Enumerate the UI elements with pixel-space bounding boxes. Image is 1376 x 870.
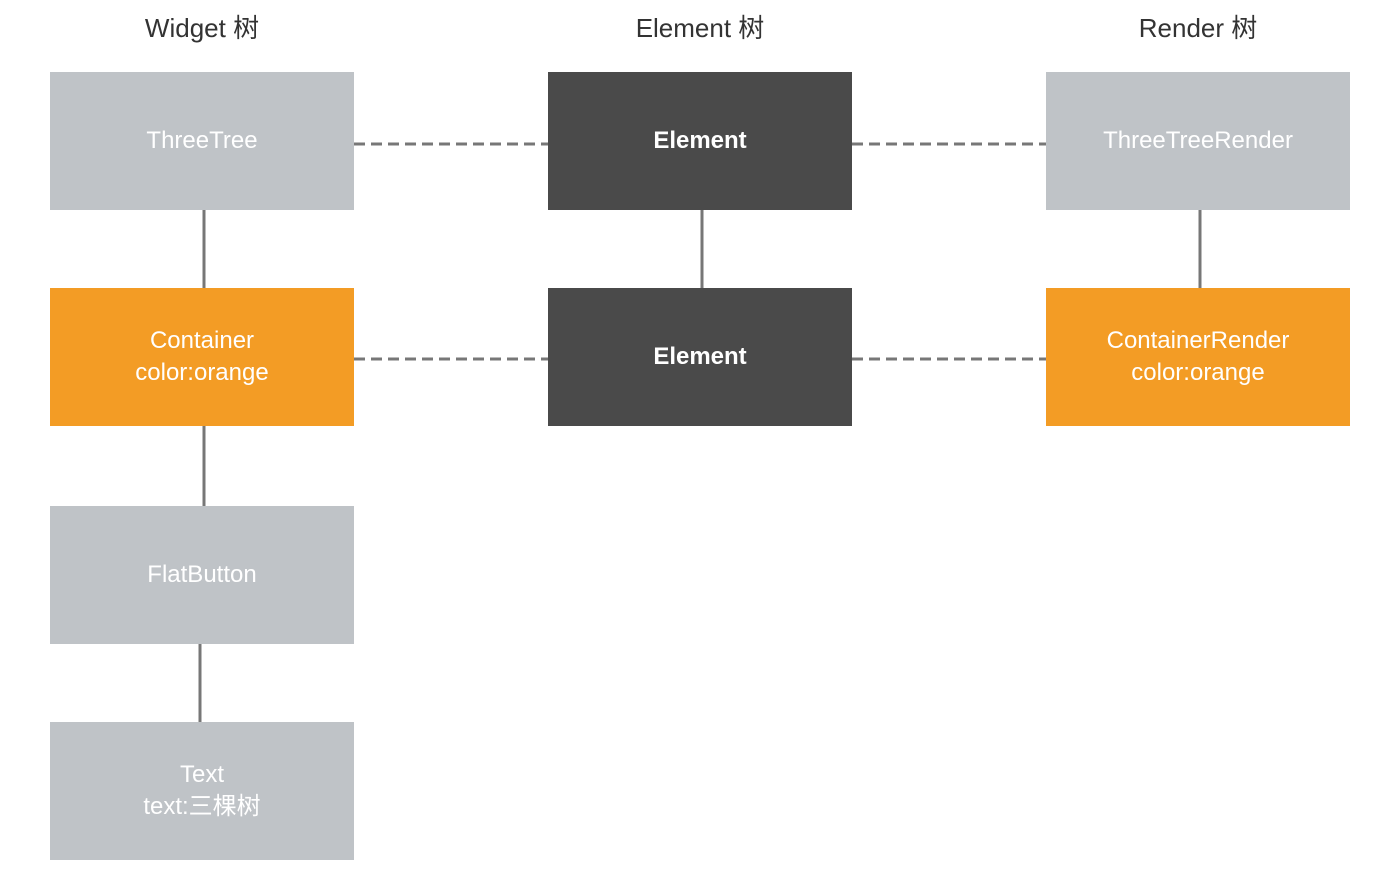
node-label: Element xyxy=(653,343,747,370)
node-label: Container xyxy=(149,327,255,354)
node-property: color:orange xyxy=(135,359,269,386)
widget-node-container: Container color:orange xyxy=(50,288,354,426)
widget-node-flatbutton: FlatButton xyxy=(50,506,354,644)
render-tree-title: Render 树 xyxy=(1138,13,1258,43)
node-label: ContainerRender xyxy=(1106,327,1290,354)
render-node-containerrender: ContainerRender color:orange xyxy=(1046,288,1350,426)
element-tree-title: Element 树 xyxy=(635,13,765,43)
node-property: text:三棵树 xyxy=(143,793,261,820)
element-node-1: Element xyxy=(548,72,852,210)
node-label: Element xyxy=(653,127,747,154)
node-property: color:orange xyxy=(1131,359,1265,386)
render-node-threetreerender: ThreeTreeRender xyxy=(1046,72,1350,210)
element-node-2: Element xyxy=(548,288,852,426)
node-label: ThreeTree xyxy=(146,127,258,154)
node-label: FlatButton xyxy=(147,561,257,588)
widget-node-threetree: ThreeTree xyxy=(50,72,354,210)
widget-tree-title: Widget 树 xyxy=(144,13,260,43)
node-label: ThreeTreeRender xyxy=(1103,127,1293,154)
node-label: Text xyxy=(179,761,224,788)
widget-node-text: Text text:三棵树 xyxy=(50,722,354,860)
